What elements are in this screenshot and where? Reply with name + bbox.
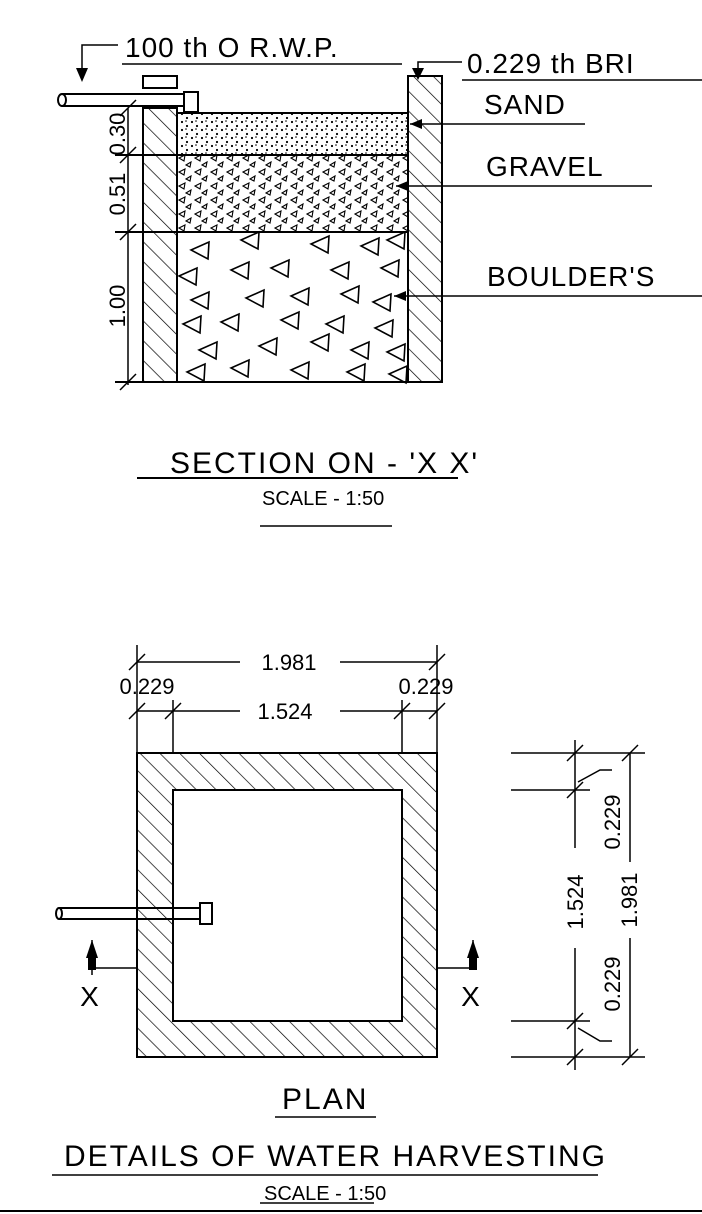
plan-side-dimensions: 1.524 1.981 0.229 0.229 bbox=[511, 740, 645, 1070]
section-mark-right: X bbox=[461, 981, 481, 1012]
boulder-leader: BOULDER'S bbox=[394, 261, 702, 301]
boulder-symbol bbox=[289, 360, 310, 381]
boulder-layer bbox=[176, 231, 409, 383]
boulder-symbol bbox=[324, 314, 345, 335]
boulder-symbol bbox=[219, 312, 240, 333]
boulder-symbol bbox=[385, 342, 406, 363]
boulder-depth-label: 1.00 bbox=[105, 285, 130, 328]
plan-walls bbox=[136, 752, 438, 1058]
boulder-symbol bbox=[339, 284, 360, 305]
plan-inner-depth: 1.524 bbox=[563, 874, 588, 929]
section-right-wall bbox=[407, 75, 443, 383]
plan-top-wall-depth: 0.229 bbox=[600, 794, 625, 849]
boulder-symbol bbox=[239, 230, 260, 251]
sand-leader: SAND bbox=[410, 89, 585, 129]
section-marker-right: X bbox=[437, 940, 481, 1012]
plan-overall-depth: 1.981 bbox=[617, 872, 642, 927]
boulder-symbol bbox=[279, 310, 300, 331]
boulder-symbol bbox=[309, 332, 330, 353]
gravel-label: GRAVEL bbox=[486, 151, 604, 182]
pipe-size-label: 100 th O R.W.P. bbox=[125, 32, 339, 63]
plan-right-wall-width: 0.229 bbox=[398, 674, 453, 699]
plan-inner-width: 1.524 bbox=[257, 699, 312, 724]
boulder-symbol bbox=[185, 362, 206, 383]
boulder-symbol bbox=[189, 290, 210, 311]
boulder-symbol bbox=[269, 258, 290, 279]
sand-layer bbox=[176, 112, 409, 156]
plan-left-wall-width: 0.229 bbox=[119, 674, 174, 699]
section-left-wall bbox=[142, 107, 178, 383]
section-vertical-dimensions: 0.30 0.51 1.00 bbox=[105, 99, 137, 391]
plan-overall-width: 1.981 bbox=[261, 650, 316, 675]
section-scale: SCALE - 1:50 bbox=[262, 488, 384, 510]
sand-depth-label: 0.30 bbox=[105, 113, 130, 156]
boulder-symbol bbox=[387, 364, 408, 385]
boulder-symbol bbox=[345, 362, 366, 383]
boulder-symbol bbox=[329, 260, 350, 281]
boulder-symbol bbox=[229, 358, 250, 379]
pipe-support-block bbox=[142, 75, 178, 89]
wall-label-leader: 0.229 th BRI bbox=[412, 48, 702, 81]
gravel-leader: GRAVEL bbox=[396, 151, 652, 191]
rain-water-pipe bbox=[57, 91, 199, 113]
plan-title: PLAN bbox=[282, 1083, 368, 1116]
plan-top-dimensions: 1.981 1.524 0.229 0.229 bbox=[119, 645, 454, 753]
plan-pipe bbox=[55, 902, 213, 925]
boulder-symbol bbox=[189, 240, 210, 261]
boulder-symbol bbox=[244, 288, 265, 309]
boulder-symbol bbox=[197, 340, 218, 361]
plan-bottom-wall-depth: 0.229 bbox=[600, 956, 625, 1011]
wall-thickness-label: 0.229 th BRI bbox=[467, 48, 635, 79]
boulder-label: BOULDER'S bbox=[487, 261, 655, 292]
boulder-symbol bbox=[349, 340, 370, 361]
boulder-symbol bbox=[289, 286, 310, 307]
boulder-symbol bbox=[257, 336, 278, 357]
boulder-symbol bbox=[373, 318, 394, 339]
boulder-symbol bbox=[309, 234, 330, 255]
section-mark-left: X bbox=[80, 981, 100, 1012]
sheet-scale: SCALE - 1:50 bbox=[264, 1183, 386, 1205]
plan-view: X X 1.981 1.524 0.229 bbox=[55, 645, 645, 1118]
gravel-layer bbox=[176, 154, 409, 233]
boulder-symbol bbox=[359, 236, 380, 257]
boulder-symbol bbox=[229, 260, 250, 281]
boulder-symbol bbox=[379, 258, 400, 279]
section-title: SECTION ON - 'X X' bbox=[170, 447, 479, 480]
section-view: 0.30 0.51 1.00 100 th O R.W.P. 0.229 th … bbox=[57, 32, 702, 527]
sand-label: SAND bbox=[484, 89, 566, 120]
sheet-title: DETAILS OF WATER HARVESTING bbox=[64, 1140, 607, 1173]
gravel-depth-label: 0.51 bbox=[105, 173, 130, 216]
section-marker-left: X bbox=[80, 940, 137, 1012]
boulder-symbol bbox=[371, 292, 392, 313]
boulder-symbols bbox=[177, 230, 408, 385]
boulder-symbol bbox=[385, 230, 406, 251]
pipe-label-leader: 100 th O R.W.P. bbox=[76, 32, 402, 82]
boulder-symbol bbox=[181, 314, 202, 335]
boulder-symbol bbox=[177, 266, 198, 287]
